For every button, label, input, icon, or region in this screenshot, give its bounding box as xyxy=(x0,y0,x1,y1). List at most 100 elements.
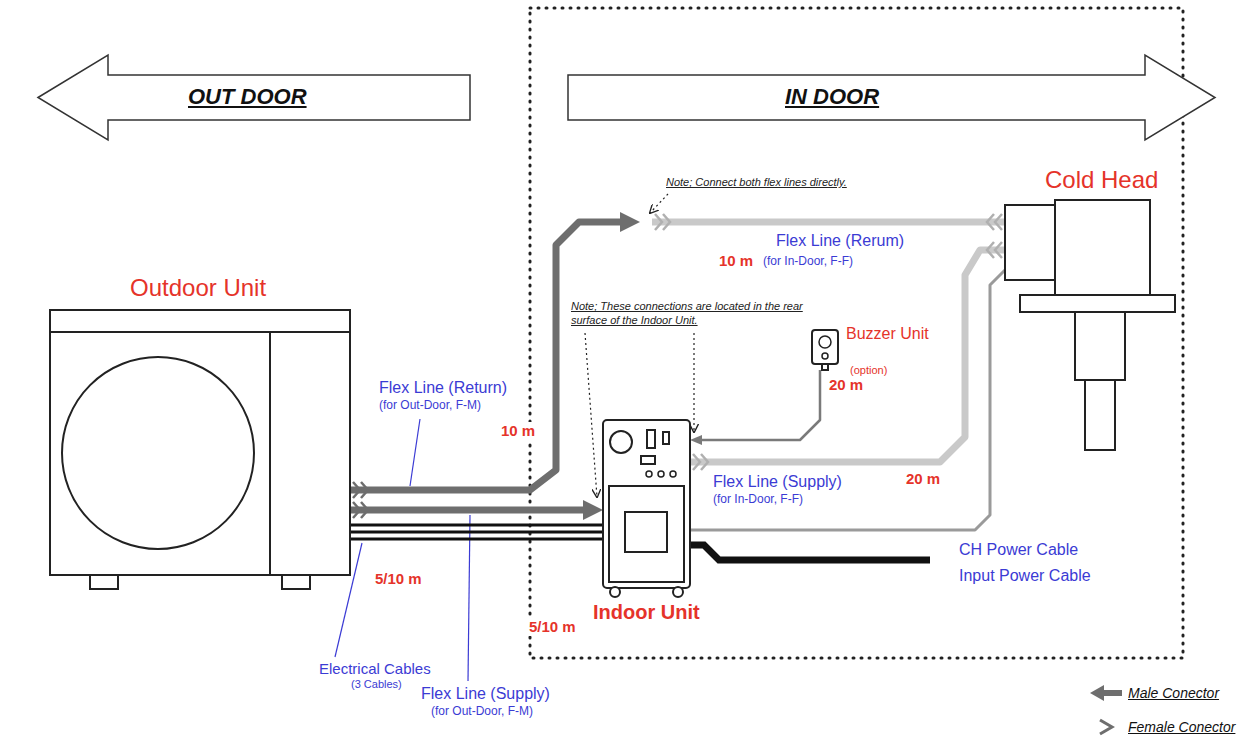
line-spec: (for In-Door, F-F) xyxy=(712,492,804,506)
arrow-outline xyxy=(38,55,470,140)
mounting-flange xyxy=(1020,295,1175,312)
female-connector-sample xyxy=(1100,720,1112,734)
female-connector xyxy=(995,214,1002,230)
connector-line xyxy=(350,531,603,534)
length-dimension: 5/10 m xyxy=(528,618,577,636)
legend-entry: Male Conector xyxy=(1088,676,1235,710)
male-connector-sample xyxy=(1102,690,1122,696)
female-connector xyxy=(987,242,994,258)
caster-wheel xyxy=(610,587,620,597)
line-spec: (for Out-Door, F-M) xyxy=(430,704,534,718)
female-connector xyxy=(353,502,360,518)
buzzer-button xyxy=(822,353,828,359)
female-connector xyxy=(655,214,662,230)
node-label: Indoor Unit xyxy=(593,600,700,624)
connector-line xyxy=(350,222,628,490)
length-dimension: 20 m xyxy=(828,376,864,394)
node-label: Outdoor Unit xyxy=(130,274,266,303)
buzzer-unit: Buzzer Unit(option) xyxy=(812,330,838,370)
connector-line xyxy=(350,524,603,527)
length-dimension: 5/10 m xyxy=(374,570,423,588)
shape-outline xyxy=(50,310,350,592)
length-dimension: 10 m xyxy=(500,422,536,440)
node-label: Buzzer Unit xyxy=(846,324,929,343)
female-connector xyxy=(995,242,1002,258)
lower-panel xyxy=(609,486,684,582)
female-connector xyxy=(987,214,994,230)
note: Note; These connections are located in t… xyxy=(570,300,804,328)
cable-gland xyxy=(822,364,828,370)
length-dimension: 10 m xyxy=(718,252,754,270)
line-name: Flex Line (Rerum) xyxy=(775,231,905,250)
node-label: OUT DOOR xyxy=(188,84,307,110)
cable-name: Electrical Cables xyxy=(318,660,432,678)
cable-spec: (3 Cables) xyxy=(350,678,403,691)
connector xyxy=(350,525,603,539)
connector xyxy=(350,502,591,518)
length-dimension: 20 m xyxy=(905,470,941,488)
cold-head: Cold Head xyxy=(1005,200,1180,455)
direction-arrow: IN DOOR xyxy=(568,55,1215,140)
arrow-outline xyxy=(568,55,1215,140)
note-pointer xyxy=(650,194,668,213)
note-pointer xyxy=(585,333,597,497)
direction-arrow: OUT DOOR xyxy=(38,55,470,140)
legend-sample xyxy=(1088,683,1124,703)
cable-name: CH Power Cable xyxy=(958,540,1079,559)
input-power-cable xyxy=(690,545,930,560)
buzzer-speaker xyxy=(819,336,831,348)
first-stage xyxy=(1075,312,1125,380)
female-connector xyxy=(701,454,708,470)
second-stage xyxy=(1085,380,1115,450)
line-name: Flex Line (Supply) xyxy=(712,472,843,491)
shape-outline xyxy=(603,420,690,598)
female-connector xyxy=(361,482,368,498)
indicator-lamp xyxy=(670,471,676,477)
indoor-unit: Indoor Unit xyxy=(603,420,690,598)
unit-body xyxy=(603,420,690,588)
indicator-lamp xyxy=(646,471,652,477)
connector-line xyxy=(652,219,1005,226)
note: Note; Connect both flex lines directly. xyxy=(665,176,848,189)
indicator-lamp xyxy=(658,471,664,477)
display xyxy=(641,456,655,464)
legend: Male ConectorFemale Conector xyxy=(1088,676,1235,744)
female-connector xyxy=(693,454,700,470)
cable-name: Input Power Cable xyxy=(958,566,1092,585)
motor-housing xyxy=(1055,200,1150,295)
line-name: Flex Line (Supply) xyxy=(420,684,551,703)
node-label: IN DOOR xyxy=(785,84,879,110)
fan-grille xyxy=(62,357,254,549)
connector xyxy=(690,242,1005,470)
caster-wheel xyxy=(673,587,683,597)
leader-line xyxy=(410,419,420,486)
shape-outline xyxy=(1005,200,1180,455)
legend-entry: Female Conector xyxy=(1088,710,1235,744)
indicator xyxy=(663,432,669,444)
unit-lid xyxy=(50,310,350,332)
shape-outline xyxy=(568,55,1215,140)
male-connector-sample xyxy=(1090,685,1104,701)
legend-label: Female Conector xyxy=(1128,719,1235,735)
power-switch xyxy=(647,430,655,448)
panel-divider xyxy=(269,332,271,575)
pressure-gauge xyxy=(610,431,632,453)
outdoor-unit: Outdoor Unit xyxy=(50,310,350,592)
female-connector xyxy=(663,214,670,230)
line-name: Flex Line (Return) xyxy=(378,378,508,397)
female-connector xyxy=(353,482,360,498)
line-spec: (for Out-Door, F-M) xyxy=(378,398,482,412)
unit-body xyxy=(50,332,350,575)
buzzer-body xyxy=(812,330,838,364)
connector-line xyxy=(350,507,591,514)
line-spec: (for In-Door, F-F) xyxy=(762,254,854,268)
port-block xyxy=(1005,205,1055,280)
vent-panel xyxy=(625,512,667,552)
connector-line xyxy=(690,250,1005,462)
legend-label: Male Conector xyxy=(1128,685,1219,701)
shape-outline xyxy=(812,330,838,370)
note-pointer xyxy=(693,333,694,432)
connector-line xyxy=(350,538,603,541)
connector xyxy=(696,370,820,440)
